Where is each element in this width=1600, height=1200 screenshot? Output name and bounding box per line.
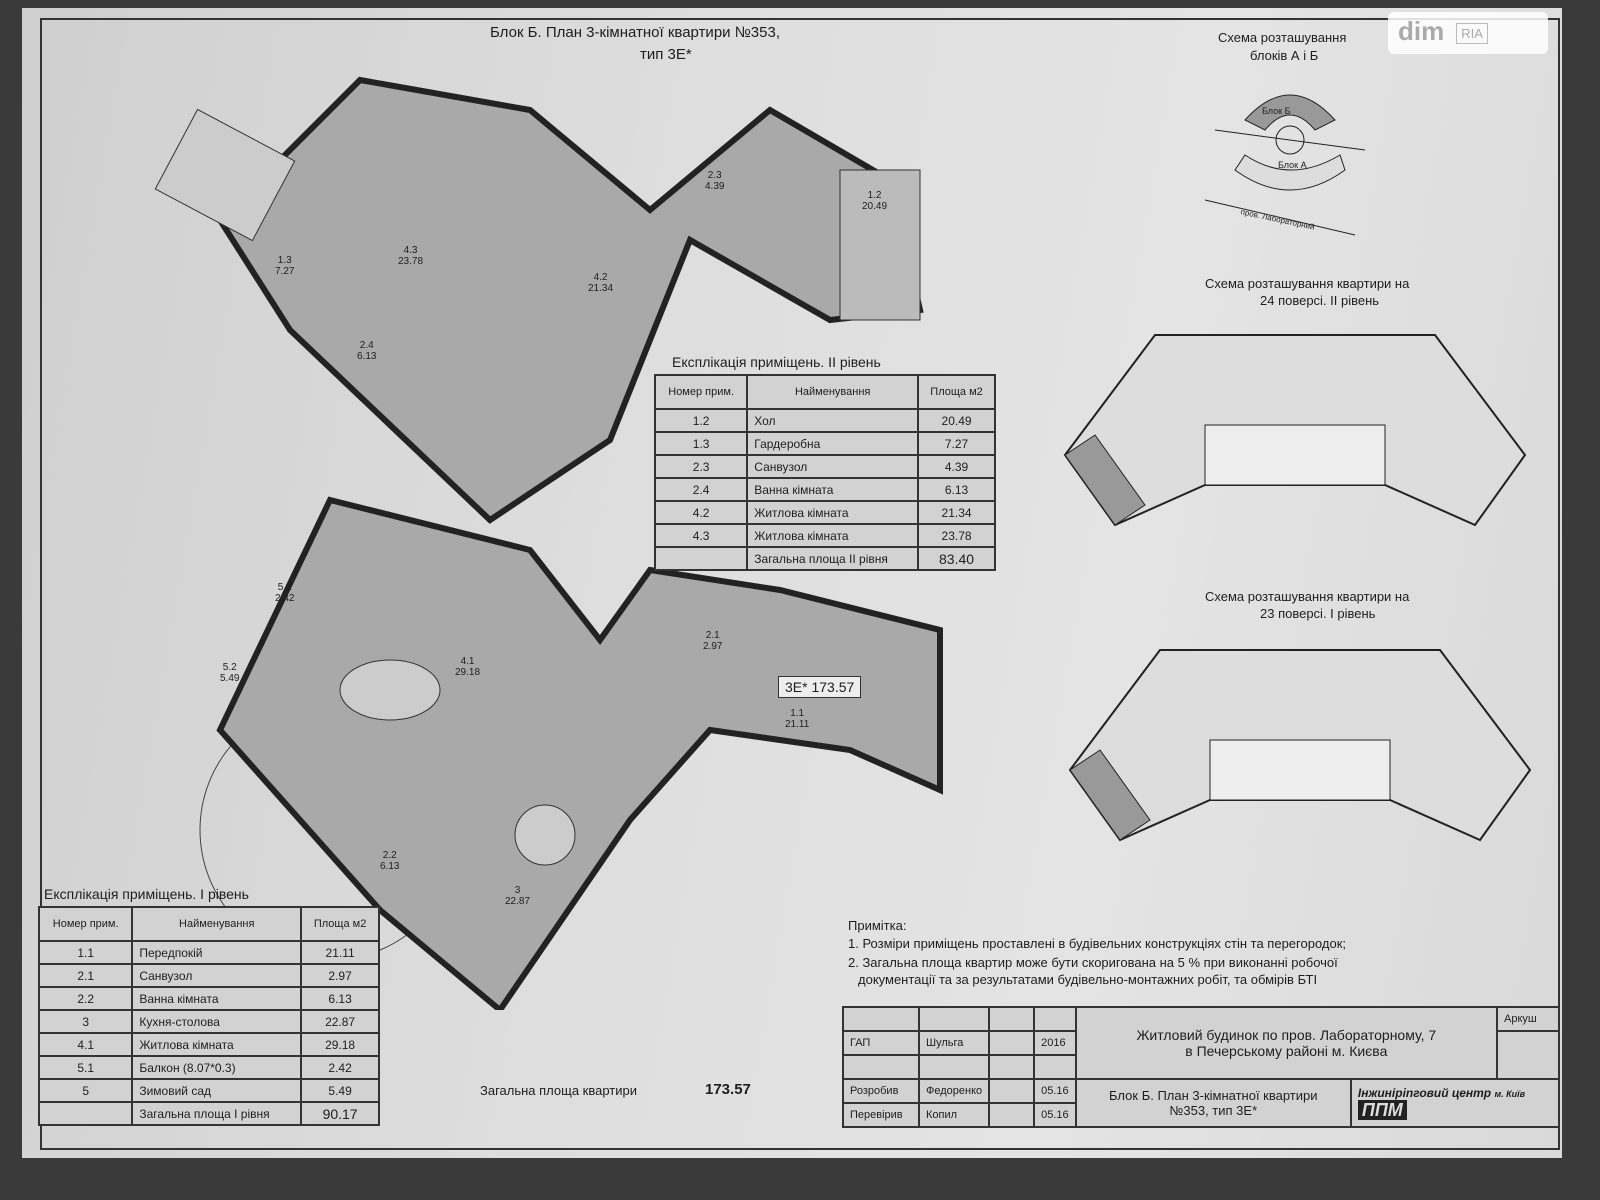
apartment-type-badge: 3Е* 173.57 — [778, 676, 862, 698]
blocks-scheme-title: Схема розташування — [1218, 30, 1347, 45]
floor23-scheme-subtitle: 23 поверсі. I рівень — [1260, 606, 1376, 621]
block-b-label: Блок Б — [1262, 106, 1291, 116]
total-area-label: Загальна площа квартири — [480, 1083, 638, 1098]
floor24-scheme-subtitle: 24 поверсі. II рівень — [1260, 293, 1380, 308]
block-a-label: Блок А — [1278, 160, 1307, 170]
upper-floor-plan — [154, 76, 924, 524]
title-block: Житловий будинок по пров. Лабораторному,… — [842, 1006, 1561, 1128]
company-logo: Інжинірinговий центр м. Київ ППМ — [1349, 1078, 1561, 1128]
page-subtitle: тип 3Е* — [640, 46, 692, 63]
floor24-scheme-title: Схема розташування квартири на — [1205, 276, 1410, 291]
drawing-frame — [40, 18, 1560, 1150]
lower-floor-plan — [199, 496, 943, 1010]
note-item: 2. Загальна площа квартир може бути скор… — [848, 955, 1338, 970]
blocks-scheme-subtitle: блоків А і Б — [1250, 48, 1319, 63]
notes-heading: Примітка: — [848, 918, 907, 933]
page-title: Блок Б. План 3-кімнатної квартири №353, — [490, 24, 780, 41]
floor23-scheme-title: Схема розташування квартири на — [1205, 589, 1410, 604]
table-level2-title: Експлікація приміщень. II рівень — [672, 354, 881, 370]
note-item: 1. Розміри приміщень проставлені в будів… — [848, 936, 1346, 951]
table-level1-title: Експлікація приміщень. I рівень — [44, 886, 249, 902]
blocks-scheme-diagram — [1204, 94, 1366, 236]
note-item: документації та за результатами будівель… — [858, 972, 1318, 987]
floor24-scheme-diagram — [1063, 334, 1527, 527]
total-area-value: 173.57 — [705, 1081, 751, 1098]
floor23-scheme-diagram — [1068, 649, 1532, 842]
